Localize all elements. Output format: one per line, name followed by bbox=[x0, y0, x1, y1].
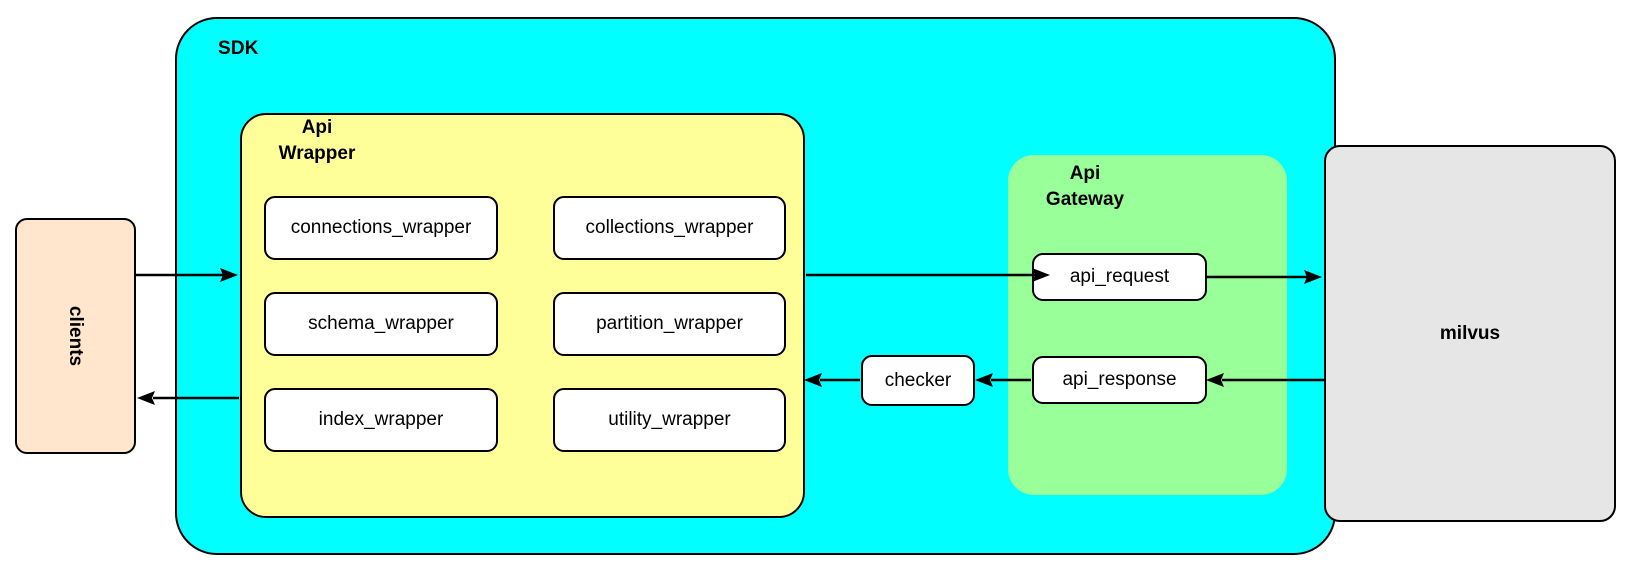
arrow-milvus-to-api-response bbox=[1206, 370, 1326, 390]
node-checker[interactable]: checker bbox=[861, 355, 975, 406]
arrow-checker-to-api-wrapper bbox=[804, 370, 862, 390]
node-schema-wrapper[interactable]: schema_wrapper bbox=[264, 292, 498, 356]
node-index-wrapper[interactable]: index_wrapper bbox=[264, 388, 498, 452]
node-connections-wrapper[interactable]: connections_wrapper bbox=[264, 196, 498, 260]
clients-box[interactable]: clients bbox=[15, 218, 136, 454]
api-gateway-label: Api Gateway bbox=[1020, 161, 1150, 213]
node-collections-wrapper[interactable]: collections_wrapper bbox=[553, 196, 786, 260]
node-utility-wrapper[interactable]: utility_wrapper bbox=[553, 388, 786, 452]
api-gateway-label-line1: Api bbox=[1069, 163, 1101, 184]
sdk-label: SDK bbox=[218, 38, 259, 59]
arrow-api-response-to-checker bbox=[975, 370, 1033, 390]
api-gateway-label-line2: Gateway bbox=[1045, 189, 1125, 210]
node-api-response[interactable]: api_response bbox=[1032, 356, 1207, 404]
arrow-clients-to-api-wrapper bbox=[136, 265, 240, 285]
milvus-box[interactable]: milvus bbox=[1324, 145, 1616, 522]
api-wrapper-label-line1: Api bbox=[301, 117, 333, 138]
api-wrapper-label-line2: Wrapper bbox=[278, 143, 356, 164]
arrow-api-wrapper-to-api-request bbox=[806, 265, 1052, 285]
node-api-request[interactable]: api_request bbox=[1032, 253, 1207, 301]
arrow-api-wrapper-to-clients bbox=[137, 388, 241, 408]
clients-label: clients bbox=[65, 305, 87, 367]
node-partition-wrapper[interactable]: partition_wrapper bbox=[553, 292, 786, 356]
api-wrapper-label: Api Wrapper bbox=[258, 115, 376, 167]
api-gateway-container bbox=[1008, 155, 1287, 495]
arrow-api-request-to-milvus bbox=[1207, 267, 1324, 287]
